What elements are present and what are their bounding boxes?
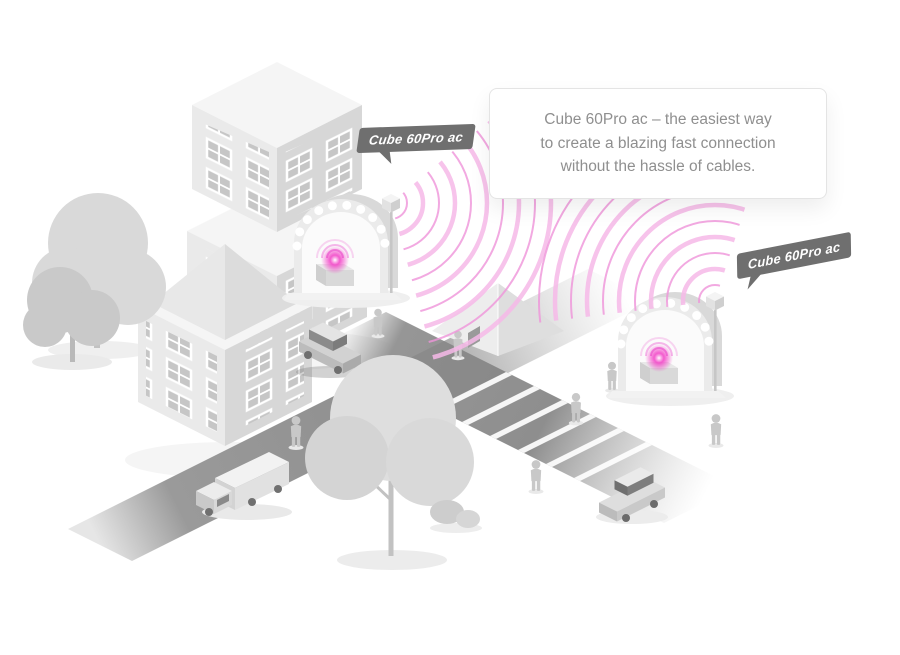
tree-trunk (388, 468, 394, 556)
tree-cluster-left (23, 193, 166, 362)
tree-trunk (70, 330, 75, 362)
person (708, 414, 724, 449)
callout-line: to create a blazing fast connection (540, 134, 776, 152)
person (528, 460, 544, 495)
device-label-left: Cube 60Pro ac (356, 123, 476, 165)
windows (146, 321, 217, 432)
bushes (430, 500, 482, 533)
callout-line: Cube 60Pro ac – the easiest way (544, 111, 772, 128)
tree-foreground (305, 355, 474, 570)
roof-cap (152, 244, 225, 340)
callout-box: Cube 60Pro ac – the easiest way to creat… (489, 88, 827, 199)
callout-line: without the hassle of cables. (560, 158, 756, 176)
windows (200, 122, 269, 220)
car-lower (596, 467, 668, 524)
windows (233, 321, 304, 432)
person (605, 361, 619, 393)
signal-arcs-left (391, 78, 554, 366)
windshield (217, 494, 229, 507)
device-label-text: Cube 60Pro ac (367, 129, 465, 148)
roof-cap (225, 244, 298, 340)
building-low-block (138, 244, 312, 446)
windows (285, 122, 354, 220)
car-upper (296, 322, 364, 378)
truck (196, 452, 292, 520)
